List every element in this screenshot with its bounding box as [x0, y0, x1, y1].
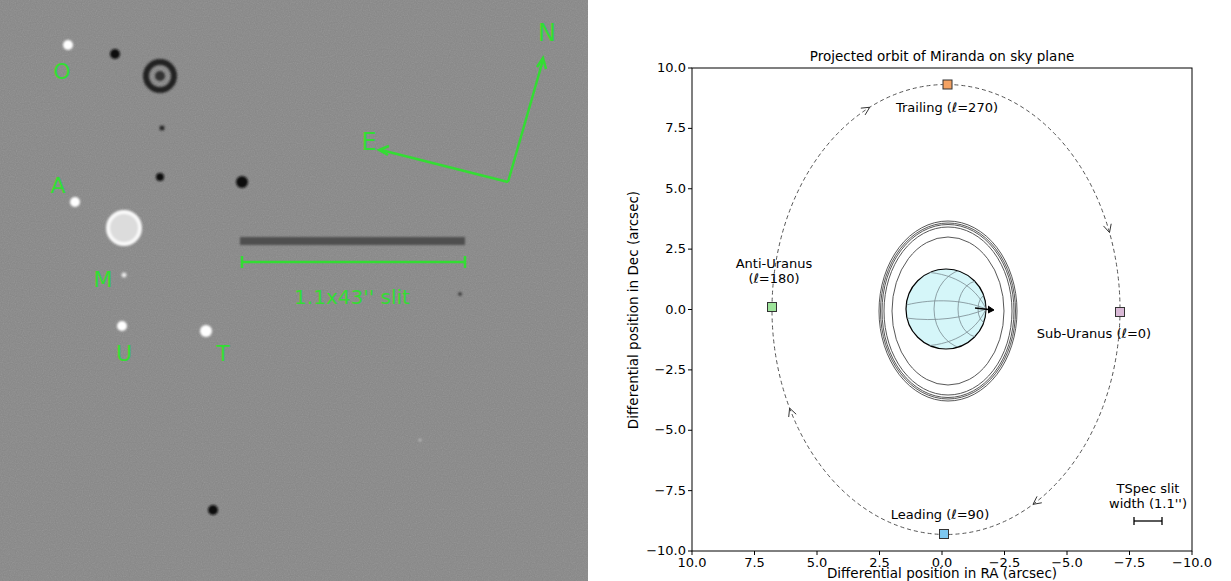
tick-mark — [754, 551, 755, 555]
tick-mark — [688, 490, 692, 491]
tick-mark — [688, 128, 692, 129]
tick-mark — [692, 551, 693, 555]
star-label: M — [94, 267, 113, 292]
tick-label: 7.5 — [744, 556, 765, 571]
tick-label: 7.5 — [665, 121, 686, 136]
plot-title: Projected orbit of Miranda on sky plane — [810, 49, 1075, 65]
tick-mark — [688, 249, 692, 250]
orbit-arrow — [1033, 496, 1042, 504]
position-label: Anti-Uranus (ℓ=180) — [729, 257, 819, 287]
tick-mark — [688, 551, 692, 552]
tick-label: 5.0 — [665, 181, 686, 196]
orbit-arrow — [1103, 224, 1111, 233]
slit-label: 1.1x43'' slit — [294, 286, 410, 309]
compass-label: E — [361, 129, 376, 157]
tick-mark — [1192, 551, 1193, 555]
tick-label: 10.0 — [657, 61, 686, 76]
tick-label: −7.5 — [1114, 556, 1146, 571]
tick-mark — [688, 309, 692, 310]
tick-label: 5.0 — [807, 556, 828, 571]
tick-label: −10.0 — [1172, 556, 1212, 571]
star-label: A — [50, 173, 65, 198]
position-label: Sub-Uranus (ℓ=0) — [1037, 327, 1151, 342]
tick-mark — [1129, 551, 1130, 555]
tick-mark — [1067, 551, 1068, 555]
tick-mark — [1004, 551, 1005, 555]
star-label: O — [53, 59, 70, 84]
position-label: Trailing (ℓ=270) — [896, 101, 998, 116]
axis-label: Differential position in Dec (arcsec) — [626, 190, 642, 428]
tick-mark — [942, 551, 943, 555]
tick-label: 2.5 — [665, 242, 686, 257]
scale-label: TSpec slit width (1.1'') — [1103, 482, 1193, 512]
tick-label: −5.0 — [654, 423, 686, 438]
tick-mark — [688, 369, 692, 370]
tick-label: −2.5 — [654, 362, 686, 377]
orbit-arrow — [861, 107, 870, 115]
position-label: Leading (ℓ=90) — [891, 508, 989, 523]
axis-label: Differential position in RA (arcsec) — [827, 566, 1057, 581]
tick-mark — [688, 430, 692, 431]
tick-label: −7.5 — [654, 483, 686, 498]
tick-mark — [688, 68, 692, 69]
tick-mark — [688, 188, 692, 189]
tick-mark — [879, 551, 880, 555]
star-label: U — [116, 341, 132, 366]
tick-label: 0.0 — [665, 302, 686, 317]
tick-label: 10.0 — [678, 556, 707, 571]
tick-mark — [817, 551, 818, 555]
compass-label: N — [538, 20, 556, 48]
orbit-arrow — [789, 408, 796, 417]
star-label: T — [216, 341, 229, 366]
